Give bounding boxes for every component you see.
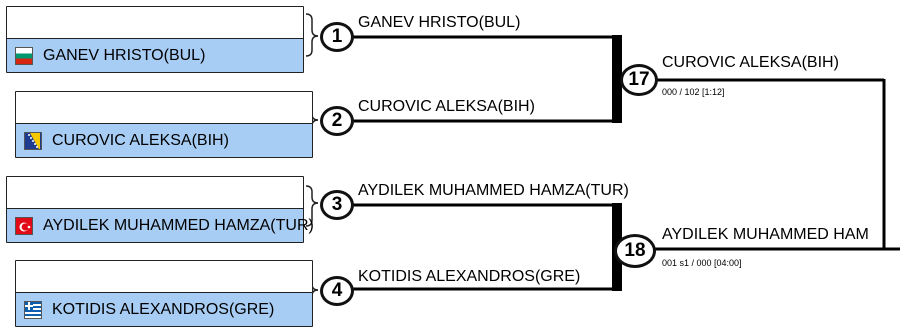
player-name: CUROVIC ALEKSA(BIH) bbox=[52, 131, 229, 149]
player-slot-top bbox=[16, 92, 312, 125]
player-slot-bottom: GANEV HRISTO(BUL) bbox=[7, 38, 303, 72]
player-slot-1[interactable]: GANEV HRISTO(BUL) bbox=[6, 6, 304, 73]
match-17-score: 000 / 102 [1:12] bbox=[662, 87, 725, 97]
match-18-winner: AYDILEK MUHAMMED HAM bbox=[662, 226, 869, 243]
player-slot-4[interactable]: KOTIDIS ALEXANDROS(GRE) bbox=[15, 260, 313, 327]
flag-greece-icon bbox=[24, 300, 42, 319]
match-18-score: 001 s1 / 000 [04:00] bbox=[662, 258, 742, 268]
match-4-winner: KOTIDIS ALEXANDROS(GRE) bbox=[358, 268, 581, 285]
match-2-number[interactable]: 2 bbox=[320, 106, 354, 136]
player-name: GANEV HRISTO(BUL) bbox=[43, 46, 206, 64]
flag-turkey-icon bbox=[15, 216, 33, 235]
match-3-number[interactable]: 3 bbox=[320, 190, 354, 220]
player-slot-top bbox=[7, 177, 303, 210]
player-slot-2[interactable]: CUROVIC ALEKSA(BIH) bbox=[15, 91, 313, 158]
player-slot-top bbox=[7, 7, 303, 40]
flag-bosnia-icon bbox=[24, 131, 42, 150]
match-2-winner: CUROVIC ALEKSA(BIH) bbox=[358, 98, 535, 115]
player-slot-bottom: KOTIDIS ALEXANDROS(GRE) bbox=[16, 292, 312, 326]
player-slot-top bbox=[16, 261, 312, 294]
player-slot-3[interactable]: AYDILEK MUHAMMED HAMZA(TUR) bbox=[6, 176, 314, 243]
match-4-number[interactable]: 4 bbox=[320, 276, 354, 306]
match-17-winner: CUROVIC ALEKSA(BIH) bbox=[662, 54, 839, 71]
match-17-number[interactable]: 17 bbox=[620, 64, 658, 96]
match-1-winner: GANEV HRISTO(BUL) bbox=[358, 14, 521, 31]
match-1-number[interactable]: 1 bbox=[320, 22, 354, 52]
player-name: KOTIDIS ALEXANDROS(GRE) bbox=[52, 300, 275, 318]
player-slot-bottom: CUROVIC ALEKSA(BIH) bbox=[16, 123, 312, 157]
match-18-number[interactable]: 18 bbox=[614, 234, 656, 268]
player-slot-bottom: AYDILEK MUHAMMED HAMZA(TUR) bbox=[7, 208, 314, 242]
player-name: AYDILEK MUHAMMED HAMZA(TUR) bbox=[43, 216, 314, 234]
match-3-winner: AYDILEK MUHAMMED HAMZA(TUR) bbox=[358, 182, 629, 199]
flag-bulgaria-icon bbox=[15, 46, 33, 65]
